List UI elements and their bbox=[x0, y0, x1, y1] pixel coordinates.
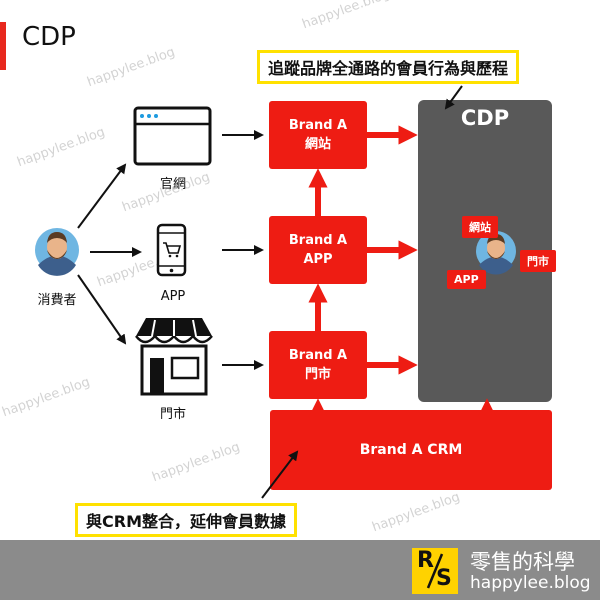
footer-bar bbox=[0, 540, 600, 600]
smartphone-cart-icon bbox=[156, 223, 187, 277]
brand-store-box: Brand A 門市 bbox=[269, 331, 367, 399]
channel-website-label: 官網 bbox=[159, 177, 186, 192]
cdp-tag-store: 門市 bbox=[520, 250, 556, 272]
logo-slash bbox=[426, 553, 444, 589]
arrow-consumer-to-website bbox=[77, 163, 127, 229]
arrow-consumer-to-store bbox=[77, 274, 127, 345]
brand-logo-icon: R S bbox=[412, 548, 458, 594]
consumer-avatar bbox=[35, 228, 79, 276]
cdp-tag-website: 網站 bbox=[462, 216, 498, 238]
note-crm-integration: 與CRM整合，延伸會員數據 bbox=[75, 503, 297, 537]
brand-crm-box: Brand A CRM bbox=[270, 410, 552, 490]
note-crm-integration-text: 與CRM整合，延伸會員數據 bbox=[78, 506, 294, 534]
brand-app-box: Brand A APP bbox=[269, 216, 367, 284]
footer-brand-name: 零售的科學 bbox=[470, 550, 575, 574]
logo-letter-r: R bbox=[417, 548, 434, 573]
page-title: CDP bbox=[22, 22, 76, 52]
consumer-label: 消費者 bbox=[37, 293, 77, 308]
footer-site: happylee.blog bbox=[470, 573, 591, 593]
channel-store-label: 門市 bbox=[159, 407, 186, 422]
browser-window-icon bbox=[133, 106, 212, 166]
cdp-title: CDP bbox=[460, 106, 510, 130]
cdp-tag-app: APP bbox=[447, 270, 486, 289]
storefront-icon bbox=[135, 318, 213, 396]
logo-letter-s: S bbox=[436, 566, 452, 591]
arrow-note-to-cdp bbox=[444, 85, 463, 110]
title-accent-bar bbox=[0, 22, 6, 70]
channel-app-label: APP bbox=[160, 289, 186, 304]
cdp-customer-avatar bbox=[476, 231, 516, 275]
arrow-note-to-crm bbox=[261, 450, 299, 499]
note-track-behavior: 追蹤品牌全通路的會員行為與歷程 bbox=[257, 50, 520, 84]
brand-website-box: Brand A 網站 bbox=[269, 101, 367, 169]
note-track-behavior-text: 追蹤品牌全通路的會員行為與歷程 bbox=[260, 53, 517, 81]
